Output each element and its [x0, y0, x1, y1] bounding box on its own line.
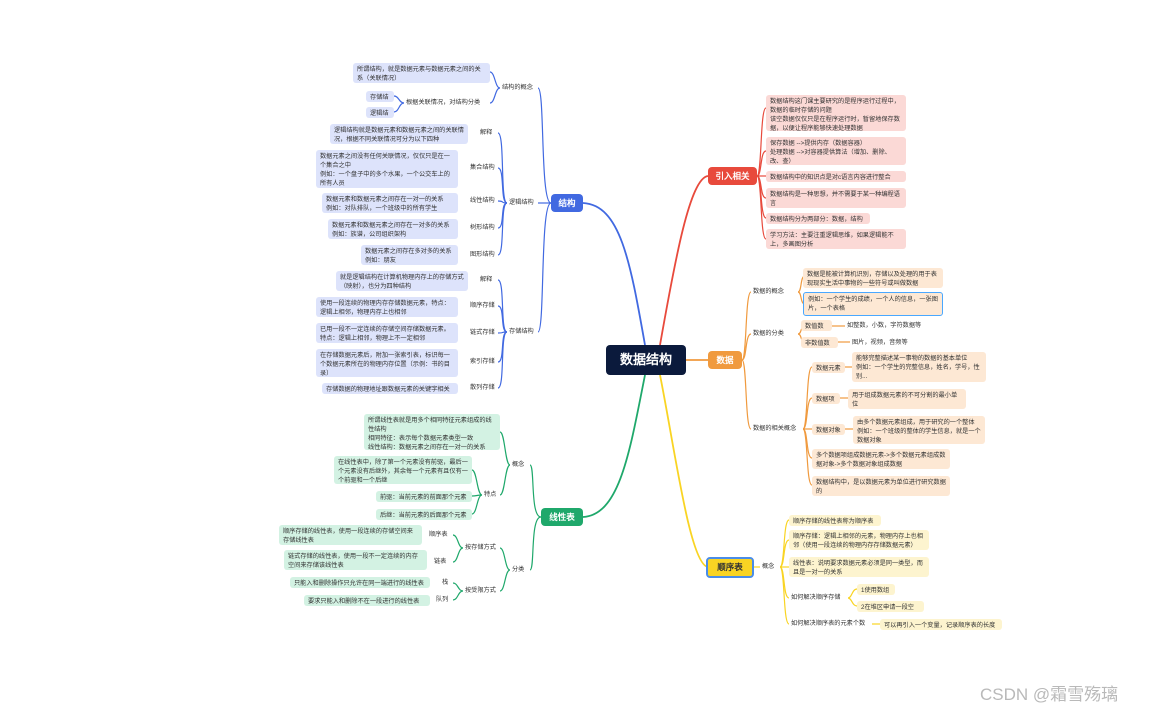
- branch-structure[interactable]: 结构: [551, 194, 583, 212]
- index-storage-label[interactable]: 索引存储: [470, 358, 495, 365]
- non-numeric-data-text[interactable]: 图片，视频，音频等: [852, 339, 908, 346]
- index-storage-text[interactable]: 在存储数据元素后，附加一张索引表，标识每一个数据元素所在的物理内存位置（示例：书…: [316, 349, 458, 377]
- linear-feature-label[interactable]: 特点: [484, 491, 497, 498]
- intro-item-5[interactable]: 数据结构分为两部分：数据，结构: [766, 213, 870, 224]
- storage-structure-label[interactable]: 存储结构: [509, 328, 534, 335]
- graph-structure-label[interactable]: 图形结构: [470, 251, 495, 258]
- data-classify-label[interactable]: 数据的分类: [753, 330, 784, 337]
- seq-impl-label[interactable]: 如何解决顺序存储: [791, 594, 841, 601]
- seq-list-label[interactable]: 顺序表: [429, 531, 448, 538]
- data-concept-example[interactable]: 例如：一个学生的成绩，一个人的信息，一张图片，一个表格: [803, 292, 943, 316]
- seq-concept-3[interactable]: 线性表：说明要求数据元素必须是同一类型，而且是一对一的关系: [789, 557, 929, 577]
- set-structure-label[interactable]: 集合结构: [470, 164, 495, 171]
- seq-impl-2[interactable]: 2在堆区申请一段空间: [857, 601, 924, 612]
- chain-storage-text[interactable]: 已用一段不一定连续的存储空间存储数据元素。特点：逻辑上相邻，物理上不一定相邻: [316, 323, 458, 343]
- linear-concept-desc[interactable]: 所谓线性表就是用多个相同特征元素组成的线性结构 相同特征：表示每个数据元素类型一…: [364, 414, 500, 450]
- data-related-label[interactable]: 数据的相关概念: [753, 425, 797, 432]
- linear-feature-3[interactable]: 后继：当前元素的后面那个元素: [376, 509, 472, 520]
- intro-item-3[interactable]: 数据结构中的知识点是对c语言内容进行整合: [766, 171, 906, 182]
- structure-concept-label[interactable]: 结构的概念: [502, 84, 533, 91]
- intro-item-1[interactable]: 数据结构这门课主要研究的是程序运行过程中，数据的临时存储的问题 该空数据仅仅只是…: [766, 95, 906, 131]
- chain-storage-label[interactable]: 链式存储: [470, 329, 495, 336]
- hash-storage-label[interactable]: 散列存储: [470, 384, 495, 391]
- linear-structure-label[interactable]: 线性结构: [470, 197, 495, 204]
- data-element-text[interactable]: 能够完整描述某一事物的数据的基本单位 例如：一个学生的完整信息，姓名，学号，性别…: [852, 352, 986, 382]
- seq-count-label[interactable]: 如何解决顺序表的元素个数: [791, 620, 866, 627]
- data-concept-label[interactable]: 数据的概念: [753, 288, 784, 295]
- linear-concept-label[interactable]: 概念: [512, 461, 525, 468]
- stack-text[interactable]: 只能入和删除操作只允许在同一端进行的线性表: [290, 577, 430, 588]
- seq-count-text[interactable]: 可以再引入一个变量，记录顺序表的长度: [880, 619, 1002, 630]
- linear-feature-2[interactable]: 前驱：当前元素的前面那个元素: [376, 491, 472, 502]
- data-item-label[interactable]: 数据项: [812, 393, 840, 404]
- seq-storage-text[interactable]: 使用一段连续的物理内存存储数据元素，特点：逻辑上相邻，物理内存上也相邻: [316, 297, 458, 317]
- logic-structure-leaf[interactable]: 逻辑结构: [366, 107, 394, 118]
- branch-seq-list[interactable]: 顺序表: [706, 557, 754, 578]
- intro-item-4[interactable]: 数据结构是一种思想，并不需要于某一种编程语言: [766, 188, 906, 208]
- data-object-label[interactable]: 数据对象: [812, 424, 845, 435]
- non-numeric-data-label[interactable]: 非数值数据: [801, 337, 838, 348]
- storage-structure-leaf[interactable]: 存储结构: [366, 91, 394, 102]
- watermark-text: CSDN @霜雪殇璃: [980, 685, 1119, 704]
- stack-label[interactable]: 栈: [442, 579, 449, 586]
- graph-structure-text[interactable]: 数据元素之间存在多对多的关系 例如：朋友: [361, 245, 458, 265]
- numeric-data-label[interactable]: 数值数据: [801, 320, 832, 331]
- intro-item-6[interactable]: 学习方法：主要注重逻辑思维，如果逻辑能不上，多画图分析: [766, 229, 906, 249]
- tree-structure-text[interactable]: 数据元素和数据元素之间存在一对多的关系 例如：族谱，公司组织架构: [328, 219, 458, 239]
- tree-structure-label[interactable]: 树形结构: [470, 224, 495, 231]
- data-element-label[interactable]: 数据元素: [812, 362, 845, 373]
- seq-concept-label[interactable]: 概念: [762, 563, 775, 570]
- by-restrict-label[interactable]: 按受限方式: [465, 587, 496, 594]
- storage-explain-label[interactable]: 解释: [480, 276, 493, 283]
- logic-explain-text[interactable]: 逻辑结构就是数据元素和数据元素之间的关联情况，根据不同关联情况可分为以下四种: [330, 124, 468, 144]
- linear-feature-1[interactable]: 在线性表中，除了第一个元素没有前驱，最后一个元素没有后继外，其余每一个元素有且仅…: [334, 456, 472, 484]
- branch-data[interactable]: 数据: [708, 351, 742, 369]
- hash-storage-text[interactable]: 存储数据的物理地址跟数据元素的关键字相关: [322, 383, 458, 394]
- linear-classify-label[interactable]: 分类: [512, 566, 525, 573]
- data-relation-text[interactable]: 多个数据项组成数据元素->多个数据元素组成数据对象->多个数据对象组成数据: [812, 449, 950, 469]
- branch-linear-list[interactable]: 线性表: [541, 508, 583, 526]
- seq-storage-label[interactable]: 顺序存储: [470, 302, 495, 309]
- logic-structure-label[interactable]: 逻辑结构: [509, 199, 534, 206]
- intro-item-2[interactable]: 保存数据 -->提供内存（数据容器） 处理数据 -->对容器提供算法（增加、删除…: [766, 137, 906, 165]
- queue-text[interactable]: 要求只能入和删除不在一段进行的线性表: [304, 595, 430, 606]
- branch-intro[interactable]: 引入相关: [708, 167, 757, 185]
- data-object-text[interactable]: 由多个数据元素组成，用于研究的一个整体 例如：一个班级的整体的学生信息，就是一个…: [853, 416, 985, 444]
- root-node[interactable]: 数据结构: [606, 345, 686, 375]
- linear-structure-text[interactable]: 数据元素和数据元素之间存在一对一的关系 例如：对队排队，一个班级中的所有学生: [322, 193, 458, 213]
- linked-list-label[interactable]: 链表: [434, 558, 447, 565]
- structure-concept-desc[interactable]: 所谓结构，就是数据元素与数据元素之间的关系（关联情况）: [353, 63, 490, 83]
- set-structure-text[interactable]: 数据元素之间没有任何关联情况，仅仅只是在一个集合之中 例如：一个盘子中的多个水果…: [316, 150, 458, 188]
- linked-list-text[interactable]: 链式存储的线性表，使用一段不一定连续的内存空间来存储该线性表: [284, 550, 427, 570]
- by-storage-label[interactable]: 按存储方式: [465, 544, 496, 551]
- seq-impl-1[interactable]: 1使用数组: [857, 584, 895, 595]
- structure-classify-label[interactable]: 根据关联情况，对结构分类: [406, 99, 481, 106]
- numeric-data-text[interactable]: 如整数，小数，字符数据等: [847, 322, 922, 329]
- seq-concept-2[interactable]: 顺序存储：逻辑上相邻的元素，物理内存上也相邻（使用一段连续的物理内存存储数据元素…: [789, 530, 929, 550]
- data-unit-text[interactable]: 数据结构中，是以数据元素为单位进行研究数据的: [812, 476, 950, 496]
- data-item-text[interactable]: 用于组成数据元素的不可分割的最小单位 例如：一个学生信息的某一项: [848, 389, 966, 409]
- queue-label[interactable]: 队列: [436, 596, 449, 603]
- logic-explain-label[interactable]: 解释: [480, 129, 493, 136]
- storage-explain-text[interactable]: 就是逻辑结构在计算机物理内存上的存储方式（映射），也分为四种结构: [336, 271, 468, 291]
- seq-list-text[interactable]: 顺序存储的线性表，使用一段连续的存储空间来存储线性表: [279, 525, 422, 545]
- data-concept-desc[interactable]: 数据是能被计算机识别，存储以及处理的用于表现现实生活中事物的一些符号或叫做数据: [803, 268, 943, 288]
- seq-concept-1[interactable]: 顺序存储的线性表称为顺序表: [789, 515, 881, 526]
